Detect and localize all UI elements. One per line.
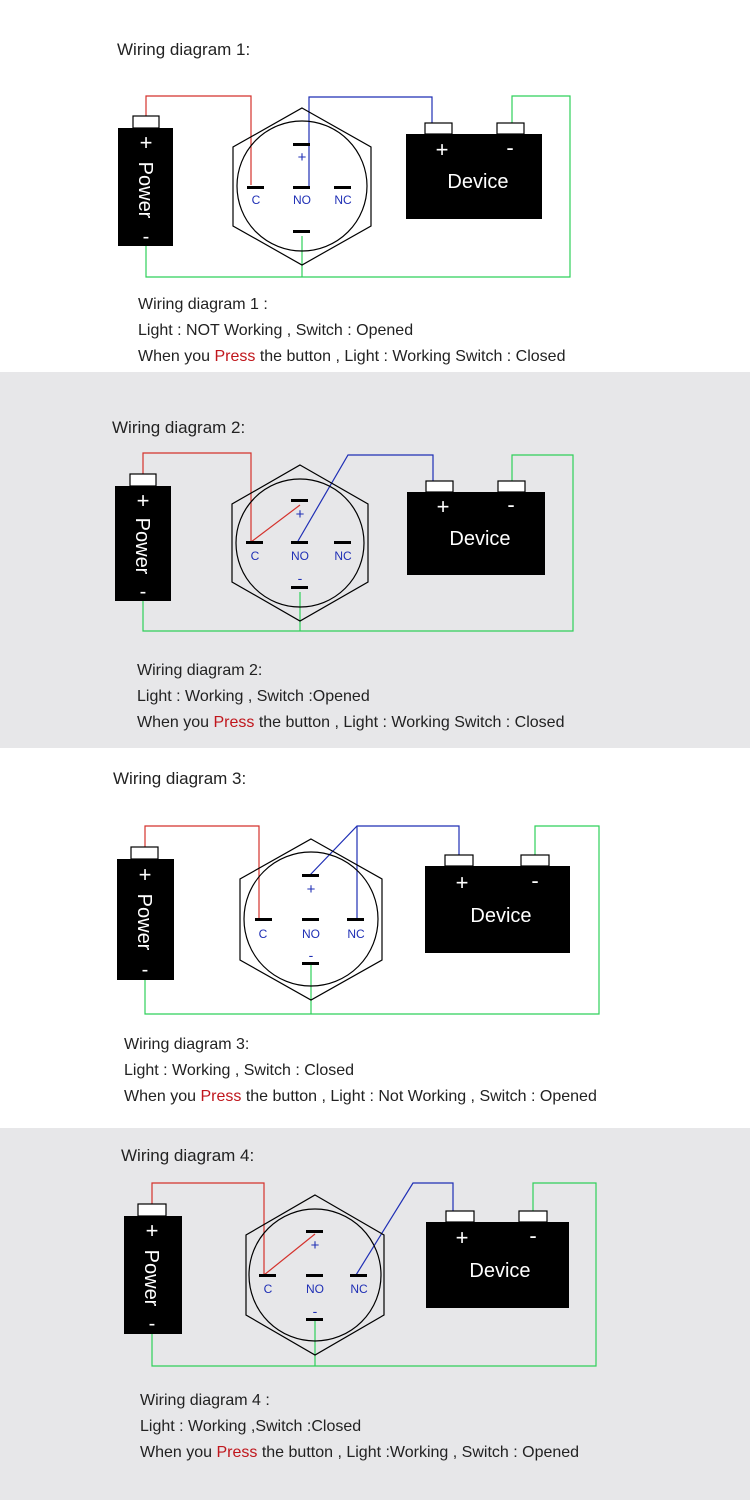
- diagram-2-description: Wiring diagram 2: Light : Working , Swit…: [137, 658, 564, 736]
- battery-minus: -: [149, 1313, 156, 1335]
- diagram-4-heading: Wiring diagram 4:: [121, 1146, 255, 1165]
- description-title: Wiring diagram 2:: [137, 662, 263, 679]
- signal-wire: [355, 1182, 454, 1276]
- device-label: Device: [447, 171, 508, 193]
- signal-wire: [308, 96, 433, 186]
- pin-no: NO: [293, 193, 311, 207]
- signal-wire: [309, 825, 460, 876]
- diagram-4-description: Wiring diagram 4 : Light : Working ,Swit…: [140, 1388, 579, 1466]
- pin-c: C: [251, 549, 260, 563]
- signal-wire: [297, 454, 434, 542]
- pin-plus: +: [298, 149, 307, 166]
- press-word: Press: [200, 1088, 242, 1105]
- device-plus: +: [436, 137, 449, 162]
- battery-minus: -: [140, 581, 147, 603]
- power-wire: [151, 1182, 265, 1275]
- diagram-1-heading: Wiring diagram 1:: [117, 40, 251, 59]
- diagram-3-description: Wiring diagram 3: Light : Working , Swit…: [124, 1032, 597, 1110]
- power-wire: [142, 452, 252, 542]
- pin-nc: NC: [334, 549, 352, 563]
- device-minus: -: [506, 135, 513, 160]
- description-press: When you Press the button , Light :Worki…: [140, 1444, 580, 1461]
- battery-plus: +: [140, 130, 153, 155]
- diagram-1-description: Wiring diagram 1 : Light : NOT Working ,…: [138, 292, 565, 370]
- description-title: Wiring diagram 3:: [124, 1036, 250, 1053]
- switch-hexagon: [239, 838, 383, 1001]
- description-title: Wiring diagram 4 :: [140, 1392, 270, 1409]
- description-title: Wiring diagram 1 :: [138, 296, 268, 313]
- battery-plus: +: [146, 1218, 159, 1243]
- press-word: Press: [213, 714, 255, 731]
- battery-minus: -: [142, 959, 149, 981]
- ground-wire: [142, 454, 574, 632]
- pin-c: C: [252, 193, 261, 207]
- description-state: Light : NOT Working , Switch : Opened: [138, 322, 414, 339]
- switch-ring: [243, 851, 379, 987]
- switch-hexagon: [232, 107, 372, 266]
- pin-plus: +: [296, 506, 305, 523]
- battery-plus: +: [137, 488, 150, 513]
- device-plus: +: [456, 870, 469, 895]
- diagram-3-heading: Wiring diagram 3:: [113, 769, 247, 788]
- description-state: Light : Working , Switch :Opened: [137, 688, 370, 705]
- switch-ring: [235, 478, 365, 608]
- power-wire: [144, 825, 260, 919]
- wiring-diagram-3: + Power - + C NO NC - + - Device: [117, 825, 600, 1015]
- pin-no: NO: [302, 927, 320, 941]
- description-press: When you Press the button , Light : Work…: [137, 714, 565, 731]
- device-plus: +: [437, 494, 450, 519]
- pin-c: C: [259, 927, 268, 941]
- pin-minus: -: [298, 570, 303, 586]
- press-word: Press: [216, 1444, 258, 1461]
- battery-label: Power: [131, 518, 153, 575]
- pin-nc: NC: [347, 927, 365, 941]
- pin-nc: NC: [350, 1282, 368, 1296]
- pin-minus: -: [313, 1303, 318, 1319]
- wiring-diagram-1: + Power - + C NO NC + - Device: [118, 95, 571, 278]
- ground-wire: [151, 1182, 597, 1367]
- switch-hexagon: [231, 464, 369, 622]
- device-label: Device: [469, 1260, 530, 1282]
- ground-wire: [144, 825, 600, 1015]
- pin-plus: +: [307, 881, 316, 898]
- pin-nc: NC: [334, 193, 352, 207]
- device-plus: +: [456, 1225, 469, 1250]
- pin-no: NO: [291, 549, 309, 563]
- power-wire: [145, 95, 252, 185]
- diagram-2-heading: Wiring diagram 2:: [112, 418, 246, 437]
- battery-label: Power: [140, 1250, 162, 1307]
- wiring-diagram-2: + Power - + C NO NC - + - Device: [115, 452, 574, 632]
- battery-minus: -: [143, 226, 150, 248]
- switch-ring: [236, 120, 368, 252]
- device-label: Device: [470, 905, 531, 927]
- switch-hexagon: [245, 1194, 385, 1356]
- battery-plus: +: [139, 862, 152, 887]
- device-label: Device: [449, 528, 510, 550]
- device-minus: -: [507, 492, 514, 517]
- description-state: Light : Working , Switch : Closed: [124, 1062, 355, 1079]
- press-word: Press: [214, 348, 256, 365]
- description-press: When you Press the button , Light : Not …: [124, 1088, 597, 1105]
- pin-no: NO: [306, 1282, 324, 1296]
- battery-label: Power: [133, 894, 155, 951]
- description-press: When you Press the button , Light : Work…: [138, 348, 566, 365]
- battery-label: Power: [134, 162, 156, 219]
- device-minus: -: [529, 1223, 536, 1248]
- switch-ring: [248, 1208, 382, 1342]
- device-minus: -: [531, 868, 538, 893]
- description-state: Light : Working ,Switch :Closed: [140, 1418, 362, 1435]
- pin-plus: +: [311, 1237, 320, 1254]
- pin-c: C: [264, 1282, 273, 1296]
- pin-minus: -: [309, 947, 314, 963]
- ground-wire: [145, 95, 571, 278]
- wiring-diagram-4: + Power - + C NO NC - + - Device: [124, 1182, 597, 1367]
